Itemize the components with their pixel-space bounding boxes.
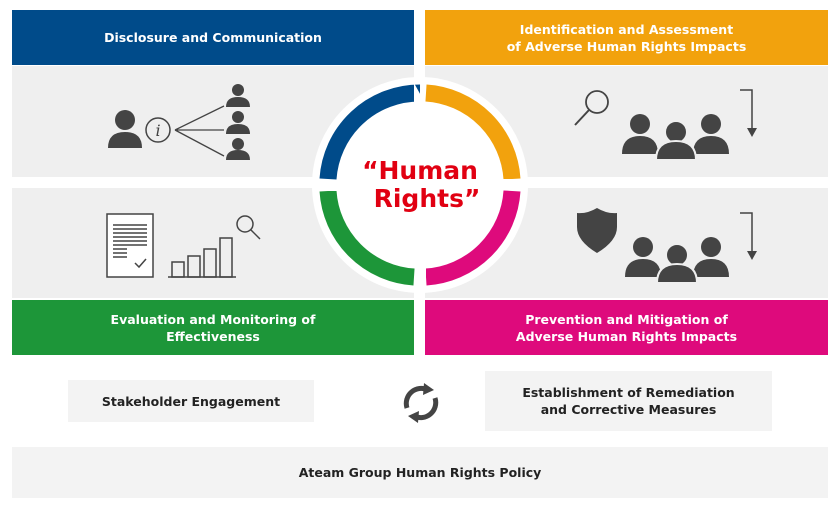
report-chart-icon [106,213,261,278]
center-title: “Human Rights” [340,157,500,213]
remediation-label-1: Establishment of Remediation [522,385,735,400]
stakeholder-engagement-box: Stakeholder Engagement [68,380,314,422]
protection-people-icon [577,208,757,284]
disclosure-label: Disclosure and Communication [104,30,322,45]
assessment-people-icon [574,89,757,161]
cycle-arc-magenta [425,190,521,286]
prevention-label-2: Adverse Human Rights Impacts [515,328,738,344]
svg-text:i: i [155,121,160,140]
disclosure-header: Disclosure and Communication [12,10,414,65]
stakeholder-label: Stakeholder Engagement [101,393,281,409]
evaluation-label-2: Effectiveness [166,328,260,344]
cycle-arc-green [319,190,415,286]
center-title-line1: “Human [362,156,478,185]
policy-label: Ateam Group Human Rights Policy [298,465,542,480]
prevention-label-1: Prevention and Mitigation of [525,311,728,327]
identification-label-1: Identification and Assessment [519,21,734,37]
cycle-arc-blue [319,84,421,180]
cycle-arc-orange [425,84,521,180]
policy-box: Ateam Group Human Rights Policy [12,447,828,498]
evaluation-label-1: Evaluation and Monitoring of [110,311,316,327]
communication-icon: i [108,84,250,160]
refresh-cycle-icon [403,383,439,423]
remediation-label-2: and Corrective Measures [540,402,717,417]
center-title-line2: Rights” [373,184,481,213]
remediation-box: Establishment of Remediation and Correcti… [485,371,772,431]
identification-label-2: of Adverse Human Rights Impacts [506,38,747,54]
cycle-diagram [312,77,528,293]
